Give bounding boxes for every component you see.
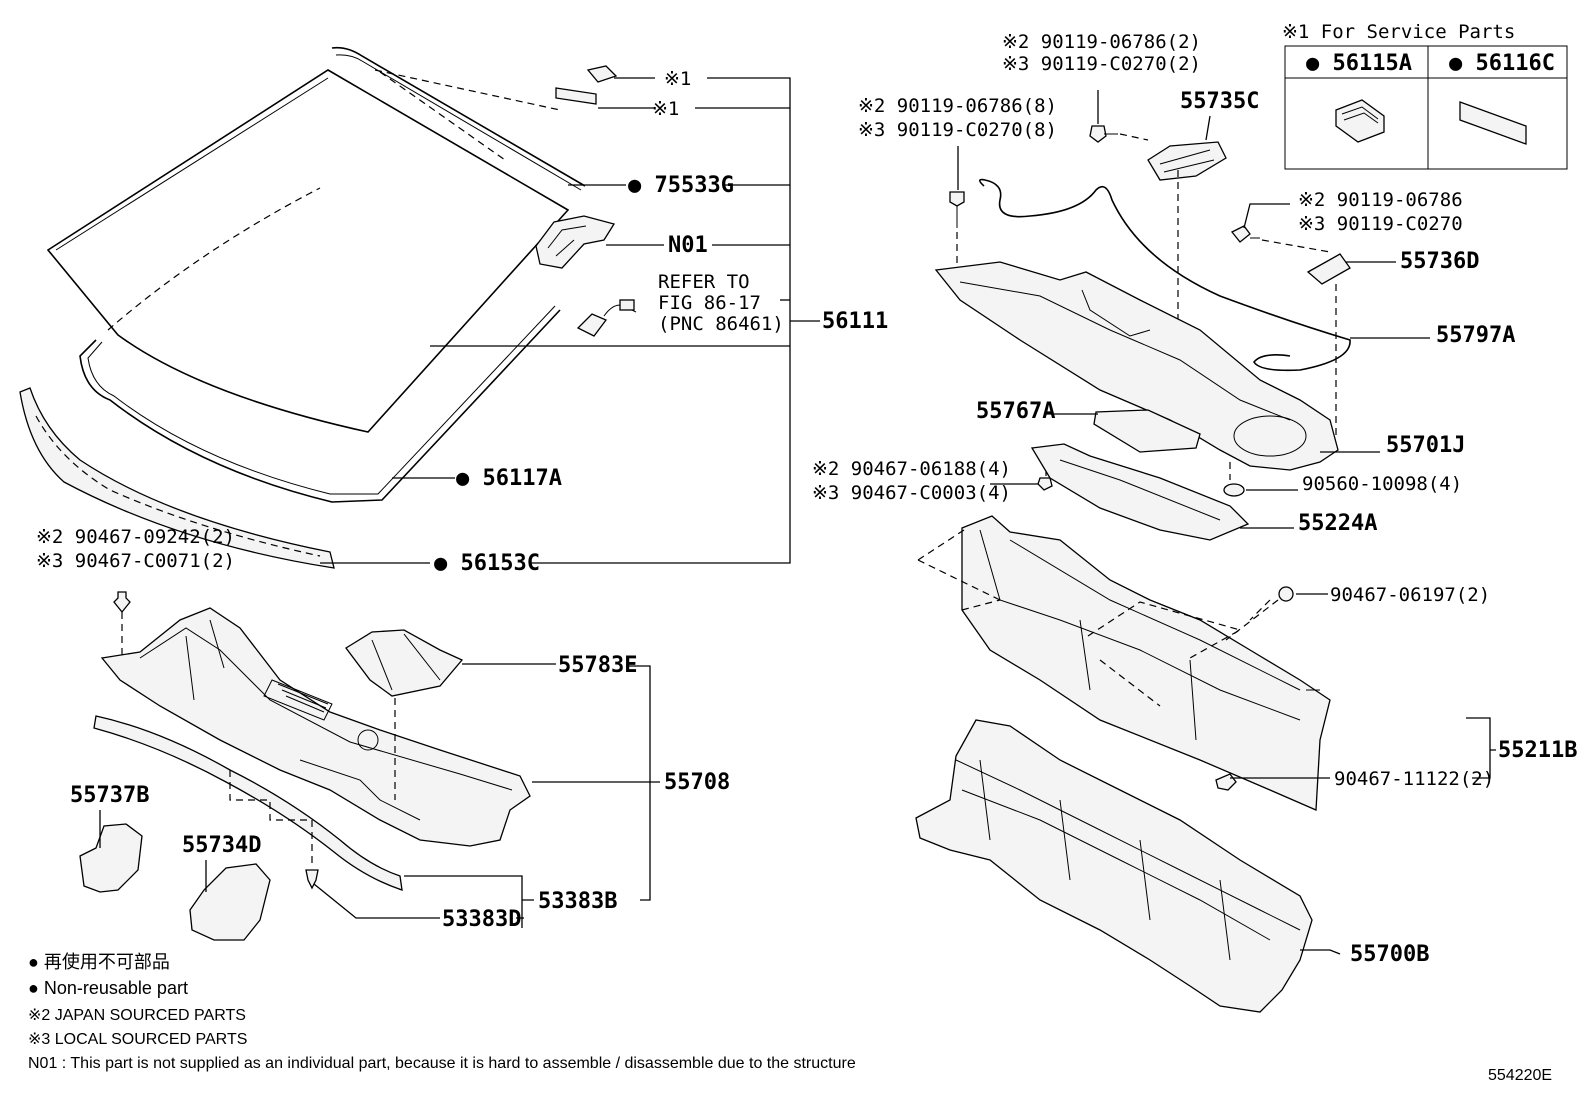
label-55736d: 55736D [1400,249,1479,274]
label-55224a: 55224A [1298,511,1377,536]
label-90560: 90560-10098(4) [1302,473,1462,495]
bracket-55735c [1147,115,1227,420]
clip-56115a-icon [1335,99,1385,143]
cowl-cover-55783e [345,629,464,697]
clip-small-part [586,65,618,83]
label-bolt-c0071: ※3 90467-C0071(2) [36,550,235,572]
cowl-top-panel-55708 [100,607,531,847]
legend-local-sourced: ※3 LOCAL SOURCED PARTS [28,1031,247,1048]
panel-55224a [1030,443,1294,541]
clip-90467-09242 [113,591,131,660]
label-mid-06786: ※2 90119-06786(8) [858,95,1057,117]
label-refer-1: REFER TO [658,271,750,293]
label-c-c0003: ※3 90467-C0003(4) [812,482,1011,504]
legend-non-reusable: ● Non-reusable part [28,978,188,998]
seal-53383b [93,715,403,891]
label-55708: 55708 [664,770,730,795]
bolt-90119-right [1230,203,1331,253]
label-90467-11122: 90467-11122(2) [1334,768,1494,790]
strip-small-part [555,87,597,105]
label-55735c: 55735C [1180,89,1259,114]
label-55734d: 55734D [182,833,261,858]
label-r-c0270: ※3 90119-C0270 [1298,213,1463,235]
label-n01: N01 [668,233,708,258]
legend-n01-note: N01 : This part is not supplied as an in… [28,1055,856,1072]
label-55737b: 55737B [70,783,149,808]
bracket-n01-part [535,215,616,269]
service-col-56116c: ● 56116C [1449,51,1555,76]
legend-jp: ● 再使用不可部品 [28,952,170,972]
label-90467-06197: 90467-06197(2) [1330,584,1490,606]
label-53383d: 53383D [442,907,521,932]
washer-hose-55797a [978,178,1430,372]
label-55211b: 55211B [1498,738,1577,763]
service-table-title: ※1 For Service Parts [1282,21,1515,43]
cowl-leaders [313,663,660,928]
bracket-55736d [1306,253,1396,440]
legend: ● 再使用不可部品 ● Non-reusable part ※2 JAPAN S… [28,952,856,1072]
leader-55211b [1466,717,1496,779]
bolt-90119-top [1089,90,1149,143]
bolt-90119-mid [949,146,965,270]
insulator-55737b [79,810,143,893]
label-75533g: ● 75533G [628,173,734,198]
label-56111: 56111 [822,309,888,334]
label-56153c: ● 56153C [434,551,540,576]
label-55701j: 55701J [1386,433,1465,458]
label-top-06786: ※2 90119-06786(2) [1002,31,1201,53]
windshield-leaders [320,77,820,564]
label-top-c0270: ※3 90119-C0270(2) [1002,53,1201,75]
label-refer-2: FIG 86-17 [658,292,761,314]
cowl-frame-55700b [915,719,1341,1013]
figure-id: 554220E [1488,1067,1552,1084]
cowl-inner-55701j [934,261,1380,471]
dash-panel-55211b [917,515,1331,811]
service-parts-table: ※1 For Service Parts ● 56115A ● 56116C [1282,21,1568,170]
label-55797a: 55797A [1436,323,1515,348]
clip-90560 [1223,462,1298,497]
insulator-55767a [1044,409,1201,453]
lower-molding [19,387,335,569]
label-56117a: ● 56117A [456,466,562,491]
legend-japan-sourced: ※2 JAPAN SOURCED PARTS [28,1007,246,1024]
label-r-06786: ※2 90119-06786 [1298,189,1463,211]
label-mid-c0270: ※3 90119-C0270(8) [858,119,1057,141]
label-55767a: 55767A [976,399,1055,424]
label-c-06188: ※2 90467-06188(4) [812,458,1011,480]
label-refer-3: (PNC 86461) [658,313,784,335]
strip-56116c-icon [1459,101,1527,145]
label-note1-a: ※1 [664,68,691,90]
clip-90467-06197 [1278,586,1328,602]
service-col-56115a: ● 56115A [1306,51,1412,76]
sensor-connector-part [576,299,637,337]
label-bolt-09242: ※2 90467-09242(2) [36,526,235,548]
clip-90467-11122 [1215,773,1330,791]
windshield-glass [46,46,586,433]
windshield-weatherstrip [79,305,561,503]
label-note1-b: ※1 [652,98,679,120]
insulator-55734d [189,860,271,941]
label-55700b: 55700B [1350,942,1429,967]
label-55783e: 55783E [558,653,637,678]
label-53383b: 53383B [538,889,617,914]
